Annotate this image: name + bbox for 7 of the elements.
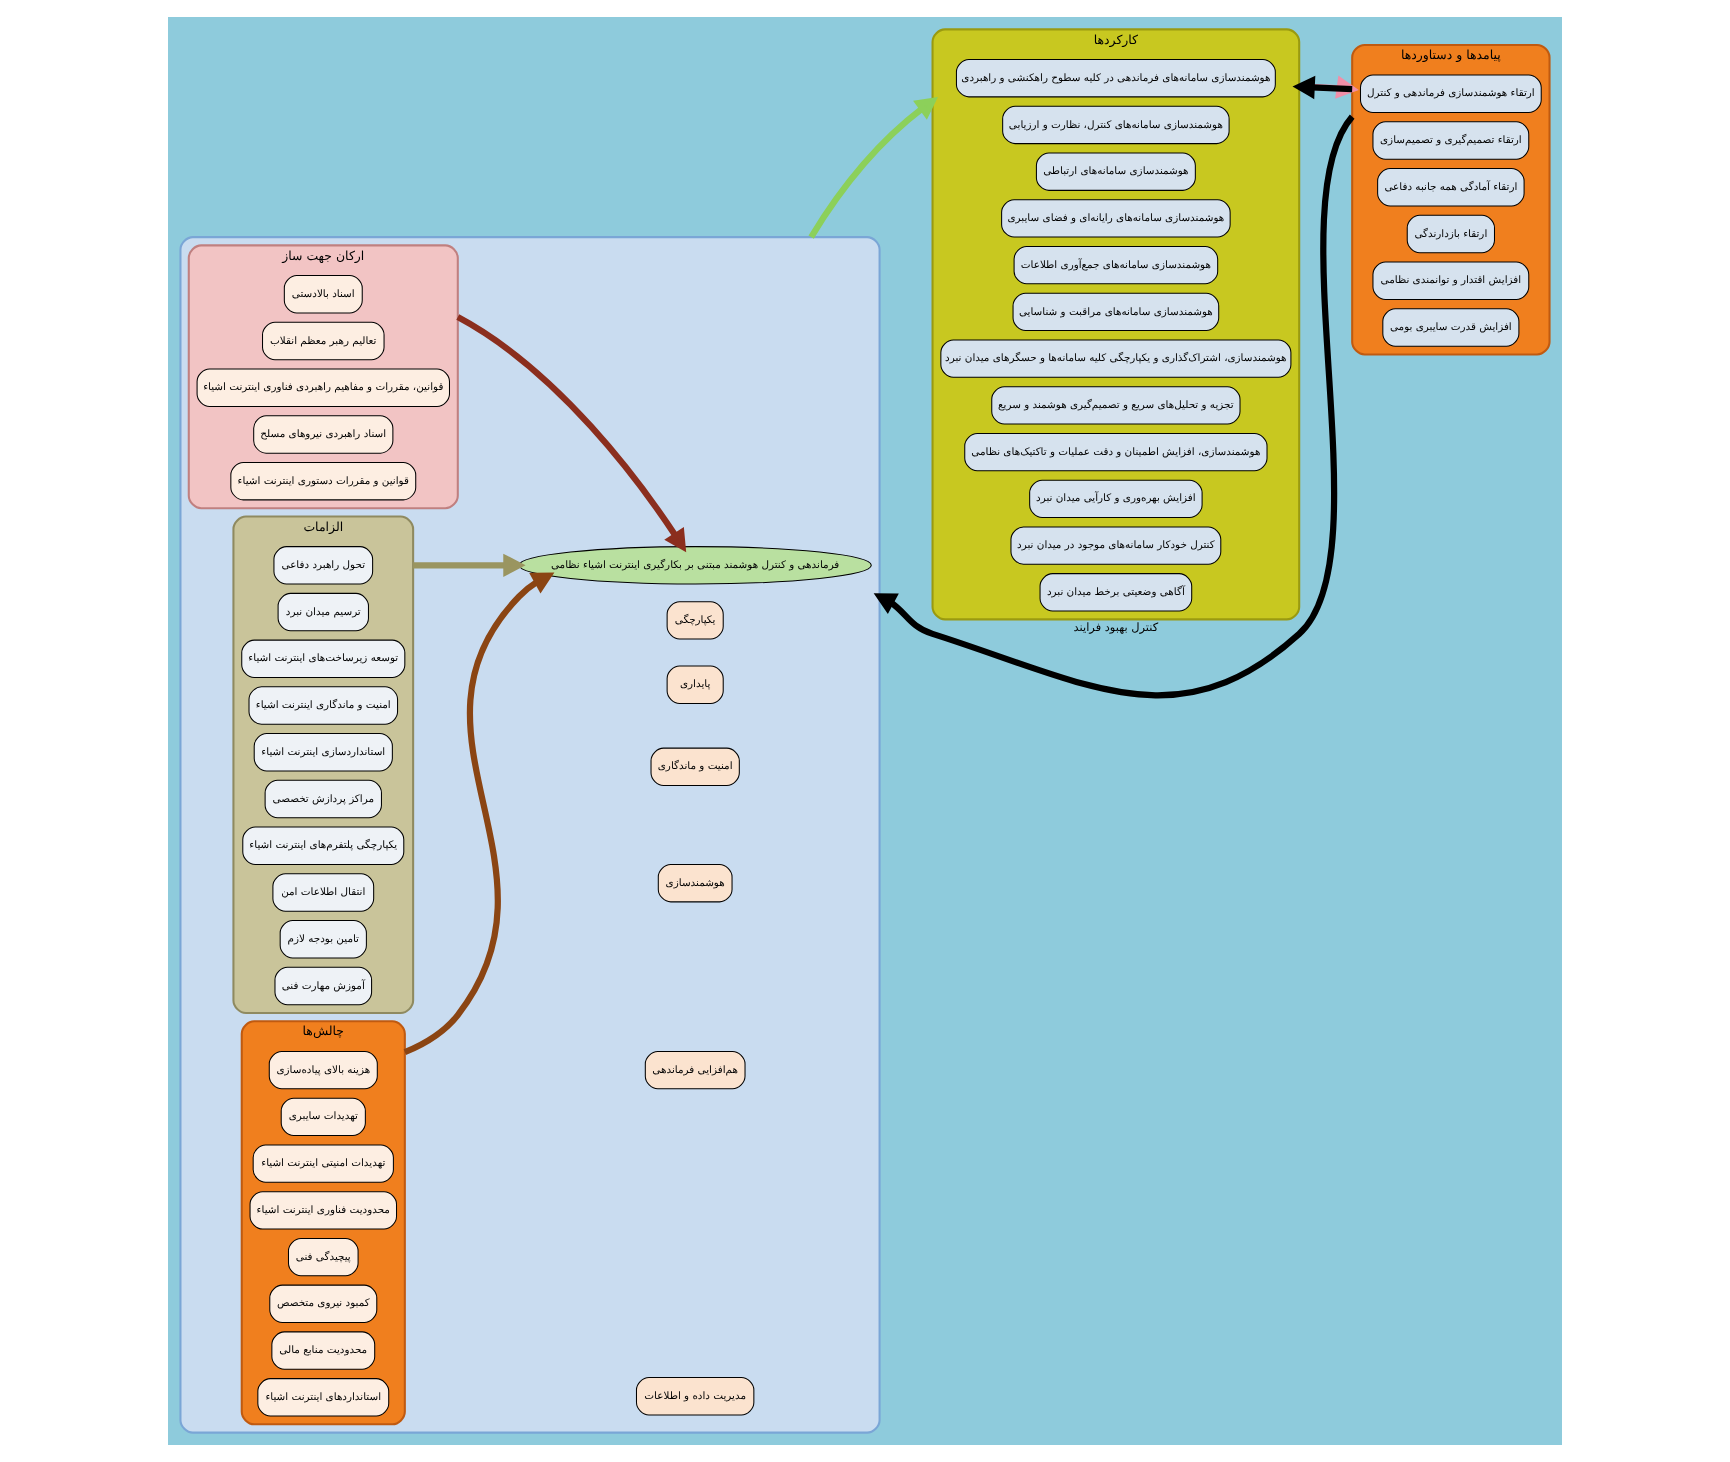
arrow	[873, 115, 1355, 699]
arrow	[1292, 75, 1353, 100]
arrow	[456, 314, 687, 553]
arrow	[808, 97, 938, 239]
cluster	[179, 236, 881, 1434]
arrow	[413, 553, 526, 578]
arrow	[403, 572, 555, 1056]
